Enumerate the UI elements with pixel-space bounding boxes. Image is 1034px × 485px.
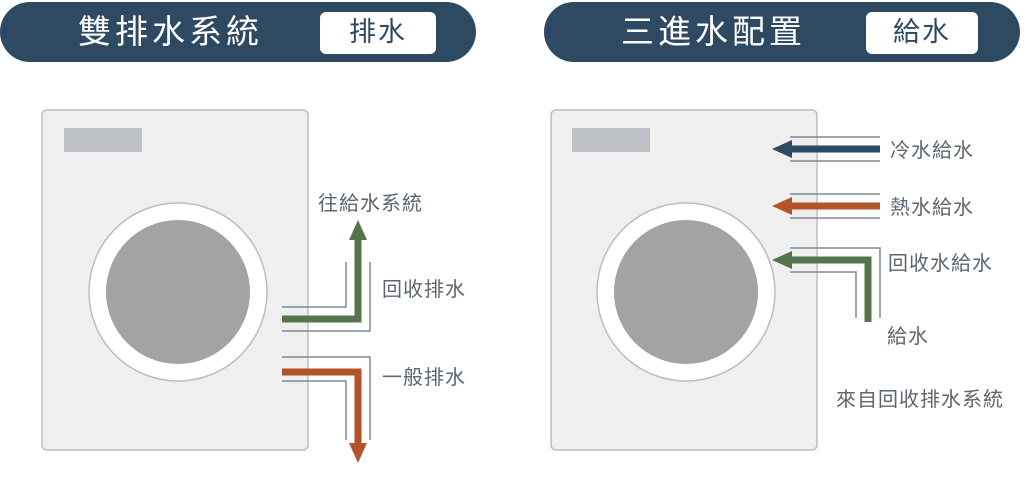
right-washing-machine xyxy=(550,109,818,451)
left-tag: 排水 xyxy=(320,12,436,54)
right-tag: 給水 xyxy=(866,12,978,54)
right-hot-arrow xyxy=(772,197,880,215)
left-header-bar: 雙排水系統 排水 xyxy=(0,2,476,62)
label-recycled-water-supply: 回收水給水 xyxy=(888,251,993,275)
label-general-drain: 一般排水 xyxy=(382,365,466,389)
label-to-supply-system: 往給水系統 xyxy=(318,191,423,215)
right-hot-inlet-pipe xyxy=(790,193,880,219)
right-title: 三進水配置 xyxy=(621,12,806,51)
left-control-panel xyxy=(64,128,142,152)
right-cold-inlet-pipe xyxy=(790,136,880,162)
right-cold-arrow xyxy=(772,140,880,158)
left-washing-machine xyxy=(41,109,309,451)
label-water-supply: 給水 xyxy=(887,324,929,348)
left-green-arrow xyxy=(282,220,367,323)
left-recycled-drain-pipe xyxy=(282,262,371,332)
right-drum xyxy=(614,220,758,364)
label-from-recycled-drain-system: 來自回收排水系統 xyxy=(836,387,1004,411)
label-hot-water-supply: 熱水給水 xyxy=(890,195,974,219)
label-cold-water-supply: 冷水給水 xyxy=(890,138,974,162)
label-recycled-drain: 回收排水 xyxy=(382,277,466,301)
left-orange-arrow xyxy=(282,368,367,463)
right-recycled-inlet-pipe xyxy=(790,247,881,318)
right-control-panel xyxy=(572,128,650,152)
right-recycled-arrow xyxy=(772,251,872,322)
right-header-bar: 三進水配置 給水 xyxy=(544,2,1020,62)
left-title: 雙排水系統 xyxy=(78,12,263,51)
left-drum xyxy=(106,220,250,364)
left-general-drain-pipe xyxy=(282,356,371,440)
